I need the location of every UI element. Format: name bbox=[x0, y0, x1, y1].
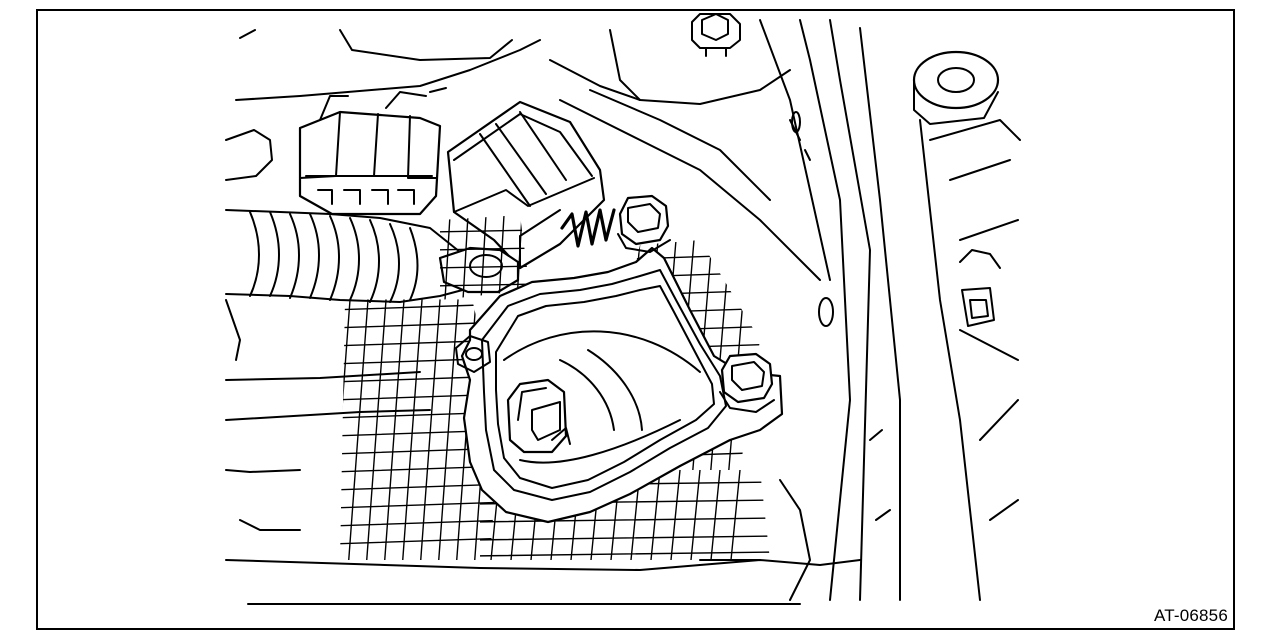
manual-shaft bbox=[506, 378, 571, 454]
right-fitting bbox=[912, 50, 1000, 125]
inhibitor-switch bbox=[455, 246, 784, 524]
casing-grid-left bbox=[340, 299, 500, 560]
wiring-connector-left bbox=[298, 87, 447, 216]
return-spring bbox=[560, 208, 616, 248]
top-bolt bbox=[691, 13, 741, 57]
figure-id-label: AT-06856 bbox=[1153, 606, 1228, 625]
casing-grid-upper bbox=[440, 215, 530, 300]
right-bolt bbox=[959, 249, 1001, 327]
main-connector bbox=[446, 100, 606, 270]
switch-bolt-lower bbox=[719, 352, 775, 413]
switch-bolt-upper bbox=[617, 194, 671, 253]
transmission-case-outline bbox=[225, 19, 1021, 605]
